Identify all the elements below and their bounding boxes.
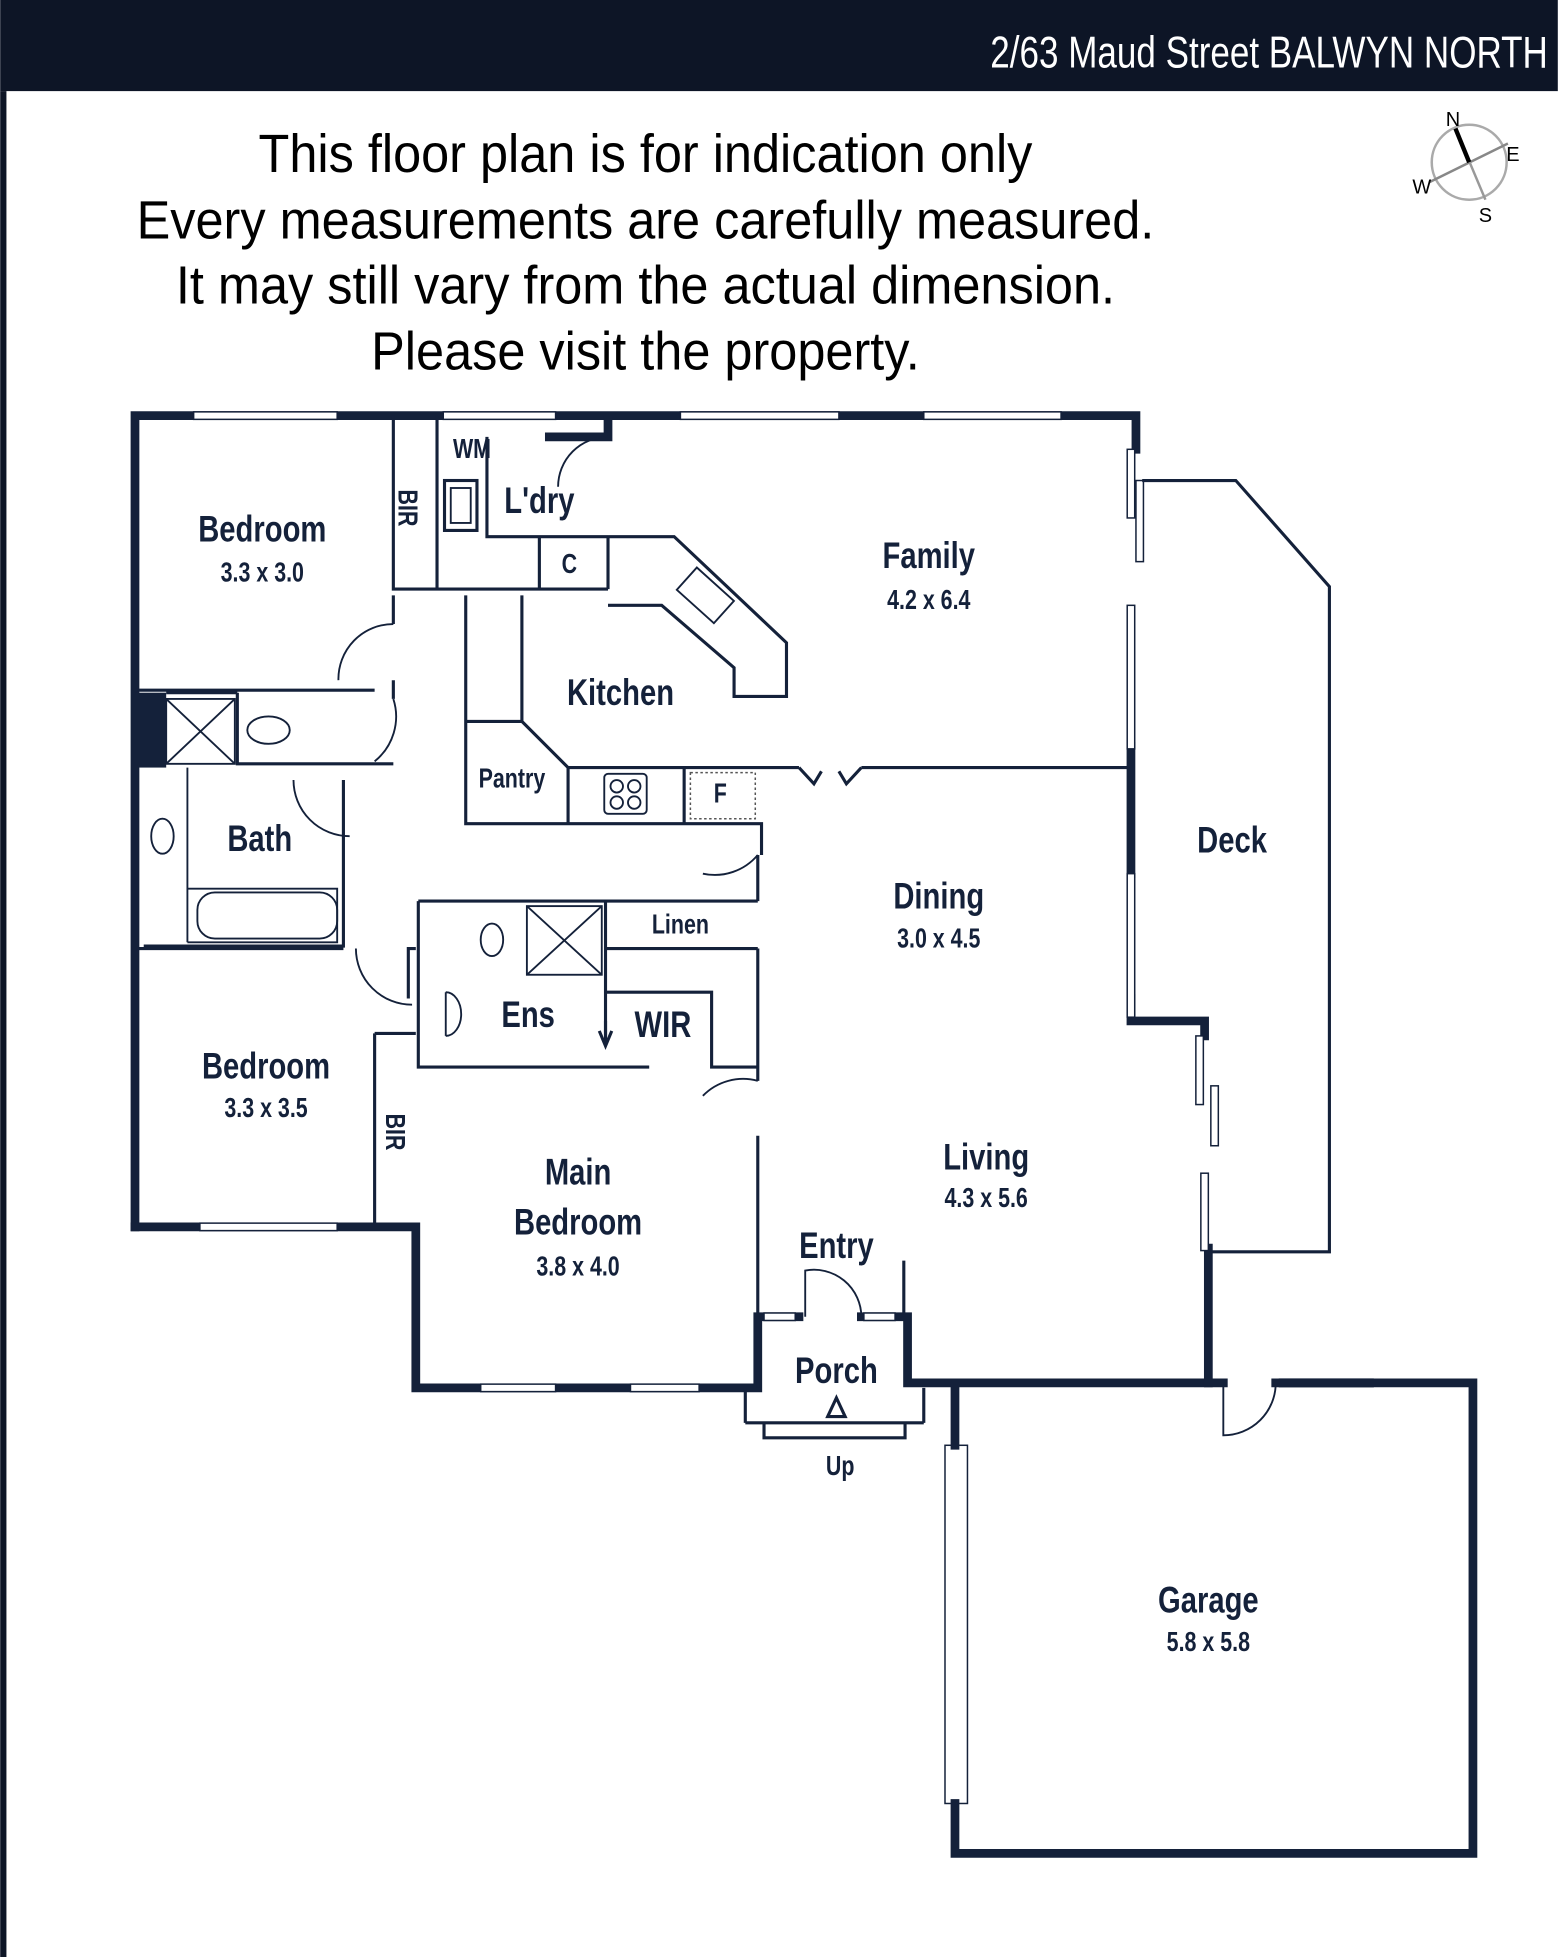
dining-label: Dining	[893, 876, 984, 917]
disclaimer-line-3: It may still vary from the actual dimens…	[176, 256, 1115, 316]
main-bedroom-label-1: Main	[545, 1152, 611, 1193]
disclaimer-line-4: Please visit the property.	[371, 322, 920, 382]
up-label: Up	[826, 1452, 855, 1482]
family-label: Family	[883, 536, 976, 577]
deck-label: Deck	[1197, 820, 1267, 861]
compass-s: S	[1479, 205, 1492, 227]
garage-walls	[950, 1378, 1478, 1858]
pantry-label: Pantry	[479, 764, 546, 794]
bedroom1-dims: 3.3 x 3.0	[221, 558, 304, 588]
linen-label: Linen	[652, 910, 709, 940]
wm-label: WM	[453, 435, 491, 465]
dining-dims: 3.0 x 4.5	[897, 924, 980, 954]
bedroom2-label: Bedroom	[202, 1046, 330, 1087]
bath-label: Bath	[227, 819, 292, 860]
living-dims: 4.3 x 5.6	[945, 1183, 1028, 1213]
compass-n: N	[1446, 109, 1460, 131]
fridge-label: F	[714, 779, 727, 809]
garage-label: Garage	[1158, 1580, 1259, 1621]
bir1-label: BIR	[392, 490, 422, 527]
ensuite-label: Ens	[501, 995, 555, 1036]
entry-label: Entry	[799, 1226, 874, 1267]
deck-outline	[1142, 478, 1331, 1254]
main-bedroom-label-2: Bedroom	[514, 1202, 642, 1243]
right-wall-windows	[1126, 448, 1220, 1252]
cupboard-label: C	[562, 549, 578, 579]
disclaimer-line-1: This floor plan is for indication only	[259, 125, 1033, 185]
disclaimer: This floor plan is for indication only E…	[137, 125, 1155, 382]
kitchen-label: Kitchen	[567, 673, 674, 714]
compass-w: W	[1412, 176, 1431, 198]
compass-e: E	[1506, 144, 1519, 166]
garage-dims: 5.8 x 5.8	[1167, 1628, 1250, 1658]
compass-icon: N E S W	[1412, 109, 1519, 227]
disclaimer-line-2: Every measurements are carefully measure…	[137, 191, 1155, 251]
left-border	[0, 91, 7, 1957]
living-label: Living	[943, 1137, 1029, 1178]
property-address: 2/63 Maud Street BALWYN NORTH	[990, 27, 1548, 77]
family-dims: 4.2 x 6.4	[887, 586, 971, 616]
bir2-label: BIR	[379, 1114, 409, 1151]
interior-walls	[134, 414, 1131, 1440]
porch-label: Porch	[795, 1351, 878, 1392]
door-swings	[292, 435, 1277, 1437]
bedroom2-dims: 3.3 x 3.5	[224, 1094, 307, 1124]
laundry-label: L'dry	[504, 481, 574, 522]
header-bar	[0, 0, 1558, 92]
bedroom1-label: Bedroom	[198, 509, 326, 550]
wir-label: WIR	[635, 1005, 692, 1046]
main-bedroom-dims: 3.8 x 4.0	[536, 1252, 619, 1282]
